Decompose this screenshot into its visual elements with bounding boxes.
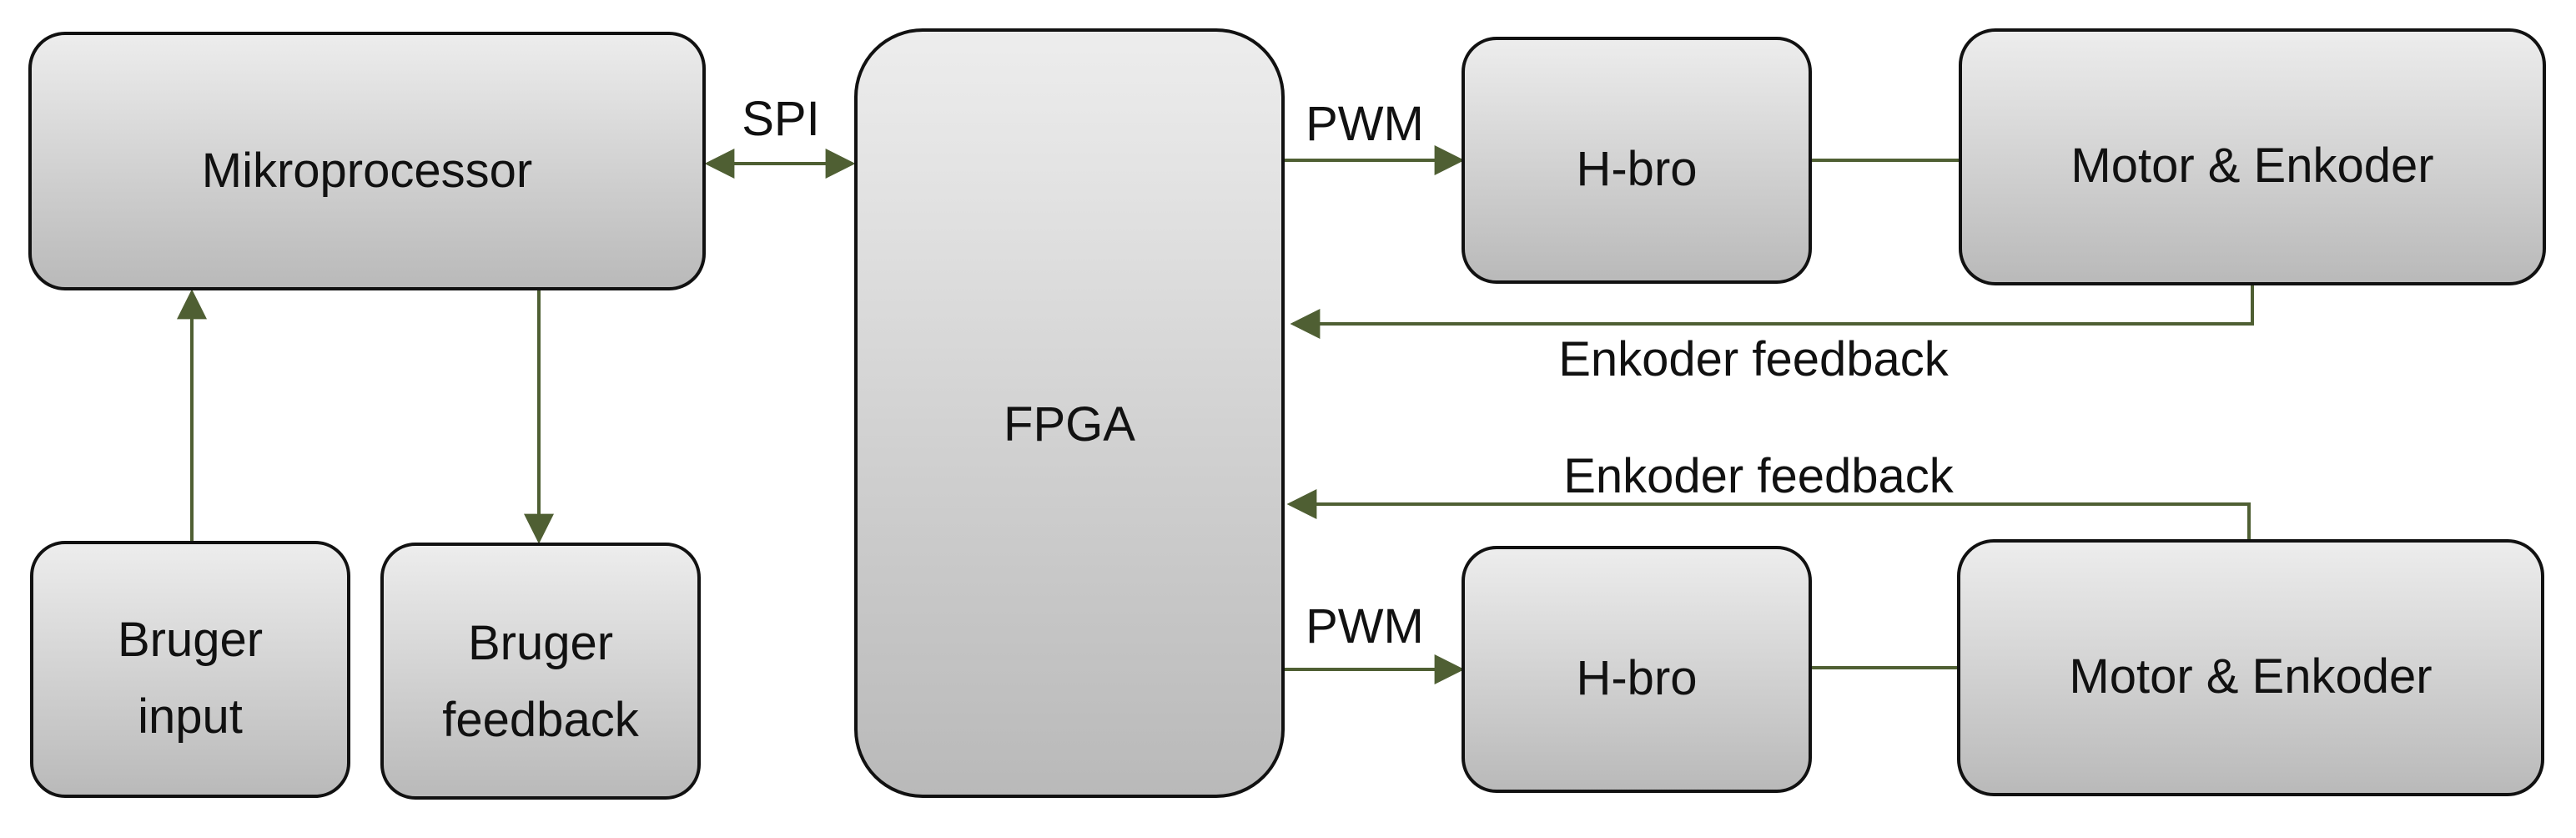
motor-top-block: Motor & Enkoder [1959, 28, 2546, 285]
bruger-feedback-label-line2: feedback [442, 693, 639, 747]
mikroprocessor-label: Mikroprocessor [202, 144, 532, 198]
pwm-bottom-label: PWM [1306, 599, 1424, 654]
enkoder-feedback-top-label: Enkoder feedback [1558, 332, 1950, 386]
hbro-bottom-label: H-bro [1576, 651, 1697, 705]
enkoder-feedback-bottom-label: Enkoder feedback [1563, 449, 1955, 503]
fpga-label: FPGA [1004, 397, 1135, 452]
bruger-input-block: Bruger input [30, 541, 350, 798]
enkoder-feedback-bottom-wire [1286, 489, 2251, 541]
motor-top-label: Motor & Enkoder [2070, 139, 2433, 193]
bruger-input-label-line2: input [138, 689, 243, 744]
bruger-input-label-line1: Bruger [118, 613, 263, 667]
enkoder-feedback-top-wire [1290, 284, 2254, 339]
spi-label: SPI [742, 92, 820, 146]
hbro-top-block: H-bro [1462, 37, 1812, 284]
hbro-top-label: H-bro [1576, 142, 1697, 196]
motor-bottom-label: Motor & Enkoder [2069, 649, 2432, 704]
fpga-block: FPGA [854, 28, 1285, 798]
mikroprocessor-block: Mikroprocessor [28, 32, 706, 290]
hbro-bottom-block: H-bro [1462, 546, 1812, 793]
motor-bottom-block: Motor & Enkoder [1957, 539, 2544, 796]
pwm-top-label: PWM [1306, 97, 1424, 151]
bruger-feedback-label-line1: Bruger [468, 616, 613, 670]
bruger-feedback-block: Bruger feedback [380, 543, 701, 800]
